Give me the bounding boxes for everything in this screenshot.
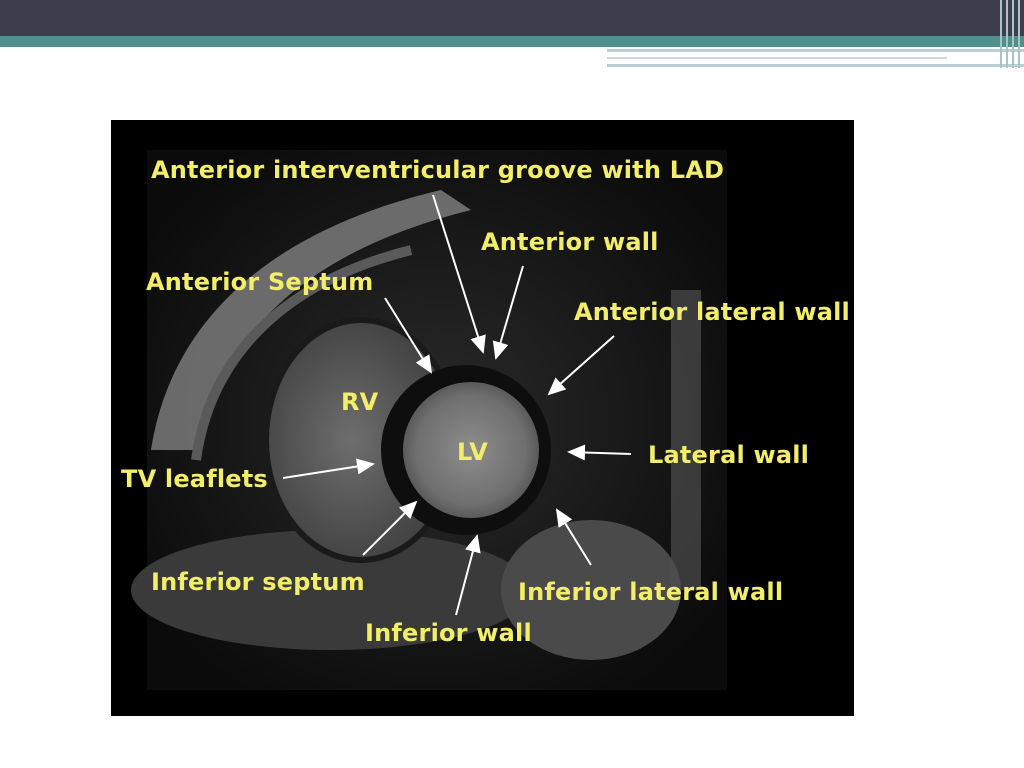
arrow-inferior-wall	[455, 534, 481, 616]
label-rv: RV	[341, 388, 379, 416]
arrow-anterior-septum	[384, 297, 433, 374]
arrow-inferior-lateral-wall	[555, 508, 592, 566]
label-inferior-septum: Inferior septum	[151, 568, 365, 596]
arrow-anterior-iv-groove	[432, 194, 486, 354]
left-ventricle-cavity	[403, 382, 539, 518]
decorative-vertical-lines	[996, 0, 1024, 68]
label-tv-leaflets: TV leaflets	[121, 465, 268, 493]
label-anterior-wall: Anterior wall	[481, 228, 659, 256]
label-lateral-wall: Lateral wall	[648, 441, 809, 469]
decorative-line	[607, 49, 1024, 52]
inferior-tissue	[131, 530, 531, 650]
slide-top-bar	[0, 0, 1024, 36]
arrow-tv-leaflets	[282, 458, 375, 479]
label-inferior-lateral-wall: Inferior lateral wall	[518, 578, 783, 606]
label-lv: LV	[457, 438, 488, 466]
slide-accent-bar	[0, 36, 1024, 47]
arrow-anterior-wall	[492, 265, 524, 360]
mri-image: Anterior interventricular groove with LA…	[121, 150, 850, 690]
arrow-inferior-septum	[362, 500, 418, 556]
cardiac-mri-figure: Anterior interventricular groove with LA…	[111, 120, 854, 716]
label-anterior-septum: Anterior Septum	[146, 268, 373, 296]
label-anterior-lateral-wall: Anterior lateral wall	[574, 298, 850, 326]
arrow-lateral-wall	[567, 444, 632, 461]
arrow-anterior-lateral-wall	[547, 335, 615, 396]
label-inferior-wall: Inferior wall	[365, 619, 532, 647]
decorative-line	[607, 57, 947, 59]
label-anterior-iv-groove: Anterior interventricular groove with LA…	[151, 156, 724, 184]
decorative-line	[607, 64, 1024, 67]
